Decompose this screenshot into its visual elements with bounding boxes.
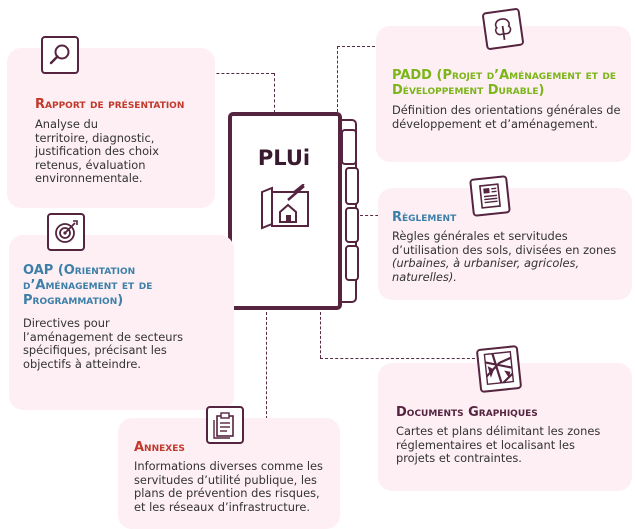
oap-card: OAP (Orientation d’Aménagement et de Pro… — [9, 235, 234, 410]
connector-annexes-v — [266, 312, 267, 424]
plui-title: PLUi — [257, 146, 311, 170]
documents-title: Documents Graphiques — [396, 405, 538, 420]
magnifier-icon — [41, 36, 79, 74]
oap-title: OAP (Orientation d’Aménagement et de Pro… — [23, 263, 153, 308]
annexes-card: Annexes Informations diverses comme les … — [118, 418, 340, 529]
building-plan-icon — [258, 183, 312, 232]
rapport-card: Rapport de présentation Analyse du terri… — [7, 48, 215, 208]
clipboard-icon — [206, 406, 244, 444]
documents-body: Cartes et plans délimitant les zones rég… — [396, 424, 601, 466]
rapport-title: Rapport de présentation — [35, 97, 185, 112]
annexes-title: Annexes — [134, 440, 185, 455]
reglement-body: Règles générales et servitudes d’utilisa… — [392, 229, 617, 284]
padd-card: PADD (Projet d’Aménagement et de Dévelop… — [376, 26, 631, 162]
target-icon — [47, 213, 85, 251]
reglement-title: Règlement — [392, 210, 457, 225]
connector-documents-v — [320, 312, 321, 358]
connector-rapport-v — [274, 73, 275, 113]
tree-icon — [481, 7, 525, 51]
map-icon — [475, 344, 523, 394]
connector-documents — [320, 358, 480, 359]
annexes-body: Informations diverses comme les servitud… — [134, 459, 323, 514]
connector-padd-v — [337, 46, 338, 112]
oap-body: Directives pour l’aménagement de secteur… — [23, 316, 184, 371]
padd-body: Définition des orientations générales de… — [392, 103, 621, 131]
rapport-body: Analyse du territoire, diagnostic, justi… — [35, 117, 159, 186]
document-icon — [469, 175, 511, 217]
plui-document: PLUi — [228, 112, 362, 312]
padd-title: PADD (Projet d’Aménagement et de Dévelop… — [392, 68, 617, 98]
